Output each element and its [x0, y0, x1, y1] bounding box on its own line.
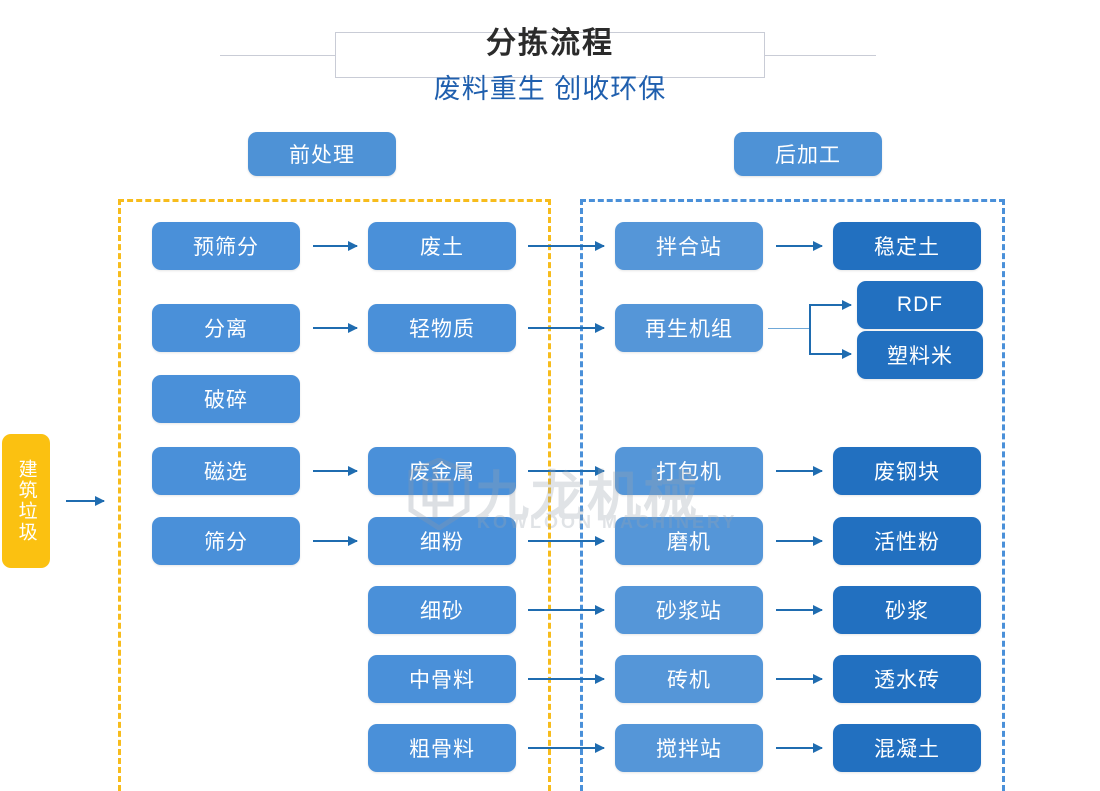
- node-waste-soil: 废土: [368, 222, 516, 270]
- page-subtitle: 废料重生 创收环保: [433, 74, 667, 104]
- node-stabilized-soil: 稳定土: [833, 222, 981, 270]
- node-brick-machine: 砖机: [615, 655, 763, 703]
- arrow-wastemetal-to-baler: [528, 466, 605, 476]
- arrow-batching-to-concrete: [776, 743, 823, 753]
- arrow-mill-to-activepowder: [776, 536, 823, 546]
- node-rdf: RDF: [857, 281, 983, 329]
- arrow-brick-to-permeablebrick: [776, 674, 823, 684]
- node-mixing-station: 拌合站: [615, 222, 763, 270]
- node-grinding-mill: 磨机: [615, 517, 763, 565]
- arrow-recycling-to-plastic: [809, 349, 852, 359]
- arrow-lightmat-to-recycling: [528, 323, 605, 333]
- arrow-coarseagg-to-batching: [528, 743, 605, 753]
- node-concrete-batching: 搅拌站: [615, 724, 763, 772]
- arrow-input-to-process: [66, 496, 105, 506]
- node-crushing: 破碎: [152, 375, 300, 423]
- group-frame-pre-processing: [118, 199, 551, 791]
- node-separation: 分离: [152, 304, 300, 352]
- arrow-wastesoil-to-mixing: [528, 241, 605, 251]
- group-frame-post-processing: [580, 199, 1005, 791]
- page-title: 分拣流程: [486, 27, 614, 60]
- arrow-baler-to-scrapsteel: [776, 466, 823, 476]
- node-scrap-steel: 废钢块: [833, 447, 981, 495]
- arrow-finesand-to-mortar: [528, 605, 605, 615]
- node-fine-sand: 细砂: [368, 586, 516, 634]
- arrow-recycling-to-rdf: [809, 300, 852, 310]
- arrow-separation-to-lightmat: [313, 323, 358, 333]
- node-pre-screening: 预筛分: [152, 222, 300, 270]
- node-baler: 打包机: [615, 447, 763, 495]
- node-medium-aggregate: 中骨料: [368, 655, 516, 703]
- arrow-magnetic-to-wastemetal: [313, 466, 358, 476]
- node-permeable-brick: 透水砖: [833, 655, 981, 703]
- input-node-construction-waste: 建筑垃圾: [2, 434, 50, 568]
- arrow-finepowder-to-mill: [528, 536, 605, 546]
- node-plastic-pellets: 塑料米: [857, 331, 983, 379]
- node-magnetic-sorting: 磁选: [152, 447, 300, 495]
- header-rule-left: [220, 55, 336, 56]
- arrow-mixing-to-stabilizedsoil: [776, 241, 823, 251]
- arrow-screening-to-finepowder: [313, 536, 358, 546]
- node-mortar-station: 砂浆站: [615, 586, 763, 634]
- node-screening: 筛分: [152, 517, 300, 565]
- node-recycling-unit: 再生机组: [615, 304, 763, 352]
- node-concrete: 混凝土: [833, 724, 981, 772]
- header-rule-right: [764, 55, 876, 56]
- node-active-powder: 活性粉: [833, 517, 981, 565]
- node-mortar: 砂浆: [833, 586, 981, 634]
- branch-stem-recycling: [768, 328, 810, 329]
- arrow-medagg-to-brick: [528, 674, 605, 684]
- node-light-material: 轻物质: [368, 304, 516, 352]
- node-coarse-aggregate: 粗骨料: [368, 724, 516, 772]
- section-header-pre-processing: 前处理: [248, 132, 396, 176]
- arrow-prescreen-to-wastesoil: [313, 241, 358, 251]
- node-waste-metal: 废金属: [368, 447, 516, 495]
- arrow-mortarstation-to-mortar: [776, 605, 823, 615]
- section-header-post-processing: 后加工: [734, 132, 882, 176]
- node-fine-powder: 细粉: [368, 517, 516, 565]
- branch-bar-recycling: [809, 304, 811, 354]
